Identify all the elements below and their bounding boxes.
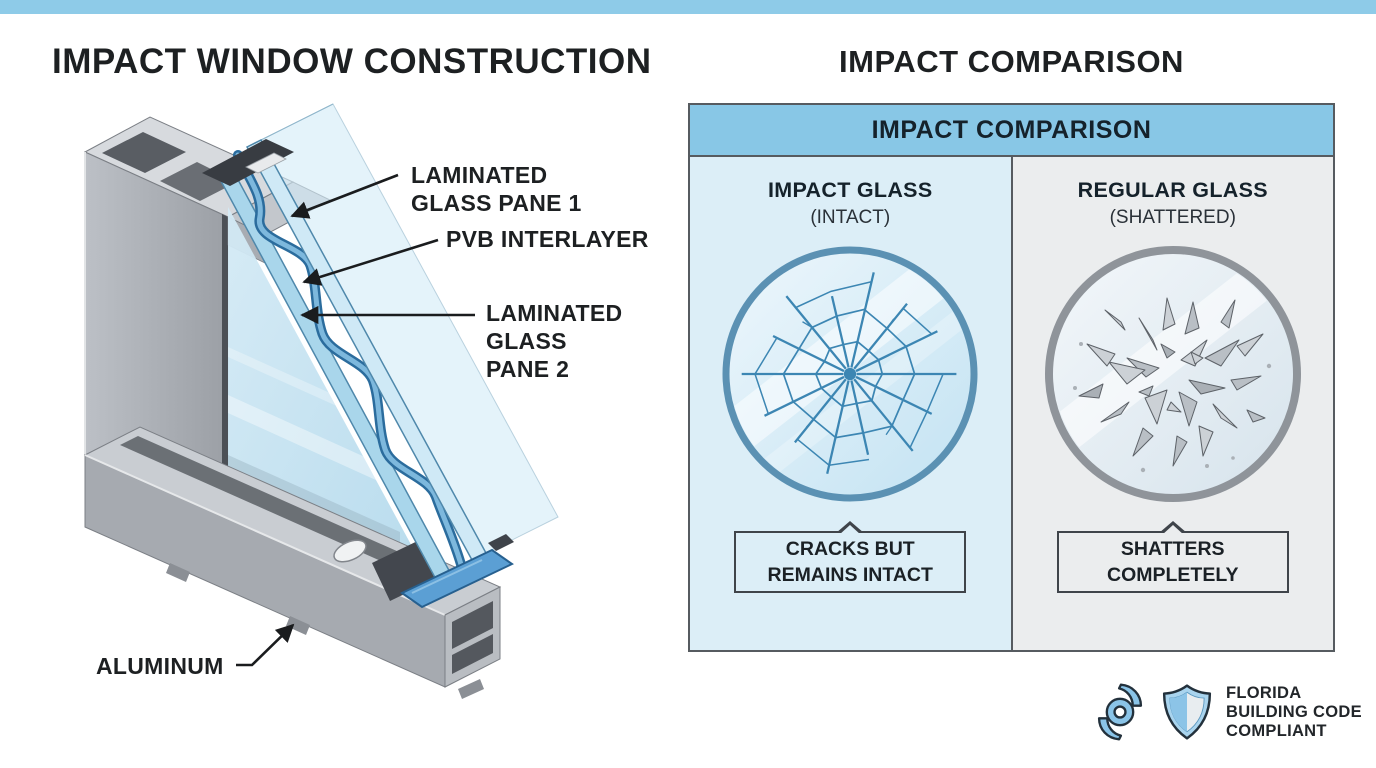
panel-header: IMPACT COMPARISON <box>690 105 1333 157</box>
impact-caption-line2: REMAINS INTACT <box>767 564 933 586</box>
label-pane2-line2: GLASS <box>486 328 567 354</box>
label-pane2-line3: PANE 2 <box>486 356 569 382</box>
impact-glass-heading: IMPACT GLASS (INTACT) <box>768 177 932 231</box>
badge-line2: BUILDING CODE <box>1226 702 1362 721</box>
impact-glass-name: IMPACT GLASS <box>768 178 933 202</box>
impact-caption-line1: CRACKS BUT <box>785 538 915 560</box>
arrow-pvb <box>302 238 439 286</box>
regular-caption-line2: COMPLETELY <box>1107 564 1239 586</box>
top-accent-bar <box>0 0 1376 14</box>
regular-glass-heading: REGULAR GLASS (SHATTERED) <box>1078 177 1268 231</box>
spiderweb-cracks <box>741 272 957 475</box>
regular-glass-state: (SHATTERED) <box>1109 207 1236 228</box>
arrow-aluminum <box>236 623 295 667</box>
annotation-arrows <box>236 173 475 667</box>
badge-text: FLORIDA BUILDING CODE COMPLIANT <box>1226 684 1362 741</box>
badge-line3: COMPLIANT <box>1226 721 1327 740</box>
construction-title: IMPACT WINDOW CONSTRUCTION <box>52 42 652 81</box>
top-seal <box>202 139 294 186</box>
regular-caption-line1: SHATTERS <box>1120 538 1225 560</box>
diagram-labels: LAMINATED GLASS PANE 1 PVB INTERLAYER LA… <box>96 162 649 679</box>
regular-glass-name: REGULAR GLASS <box>1077 178 1268 202</box>
badge-line1: FLORIDA <box>1226 683 1302 702</box>
hurricane-icon <box>1097 683 1143 741</box>
panel-body: IMPACT GLASS (INTACT) <box>690 157 1333 650</box>
impact-glass-circle <box>722 246 978 502</box>
label-pane2-line1: LAMINATED <box>486 300 622 326</box>
window-construction-diagram: LAMINATED GLASS PANE 1 PVB INTERLAYER LA… <box>83 103 649 699</box>
florida-code-badge: FLORIDA BUILDING CODE COMPLIANT <box>1090 680 1362 744</box>
impact-glass-column: IMPACT GLASS (INTACT) <box>690 157 1011 650</box>
pvb-interlayer-band <box>233 150 467 573</box>
regular-glass-circle <box>1044 246 1301 502</box>
label-aluminum: ALUMINUM <box>96 653 224 679</box>
bottom-glazing-clamp <box>333 534 514 609</box>
impact-comparison-panel: IMPACT COMPARISON IMPACT GLASS (INTACT) <box>688 103 1335 652</box>
regular-glass-column: REGULAR GLASS (SHATTERED) <box>1010 157 1333 650</box>
glass-shards <box>1072 297 1271 473</box>
impact-caption-box: CRACKS BUT REMAINS INTACT <box>734 521 967 593</box>
label-pane1-line2: GLASS PANE 1 <box>411 190 582 216</box>
impact-glass-state: (INTACT) <box>810 207 891 228</box>
shield-icon <box>1162 684 1212 740</box>
arrow-pane1 <box>290 173 399 219</box>
label-pane1-line1: LAMINATED <box>411 162 547 188</box>
regular-caption-box: SHATTERS COMPLETELY <box>1056 521 1289 593</box>
comparison-title: IMPACT COMPARISON <box>839 44 1184 79</box>
label-pvb: PVB INTERLAYER <box>446 226 649 252</box>
